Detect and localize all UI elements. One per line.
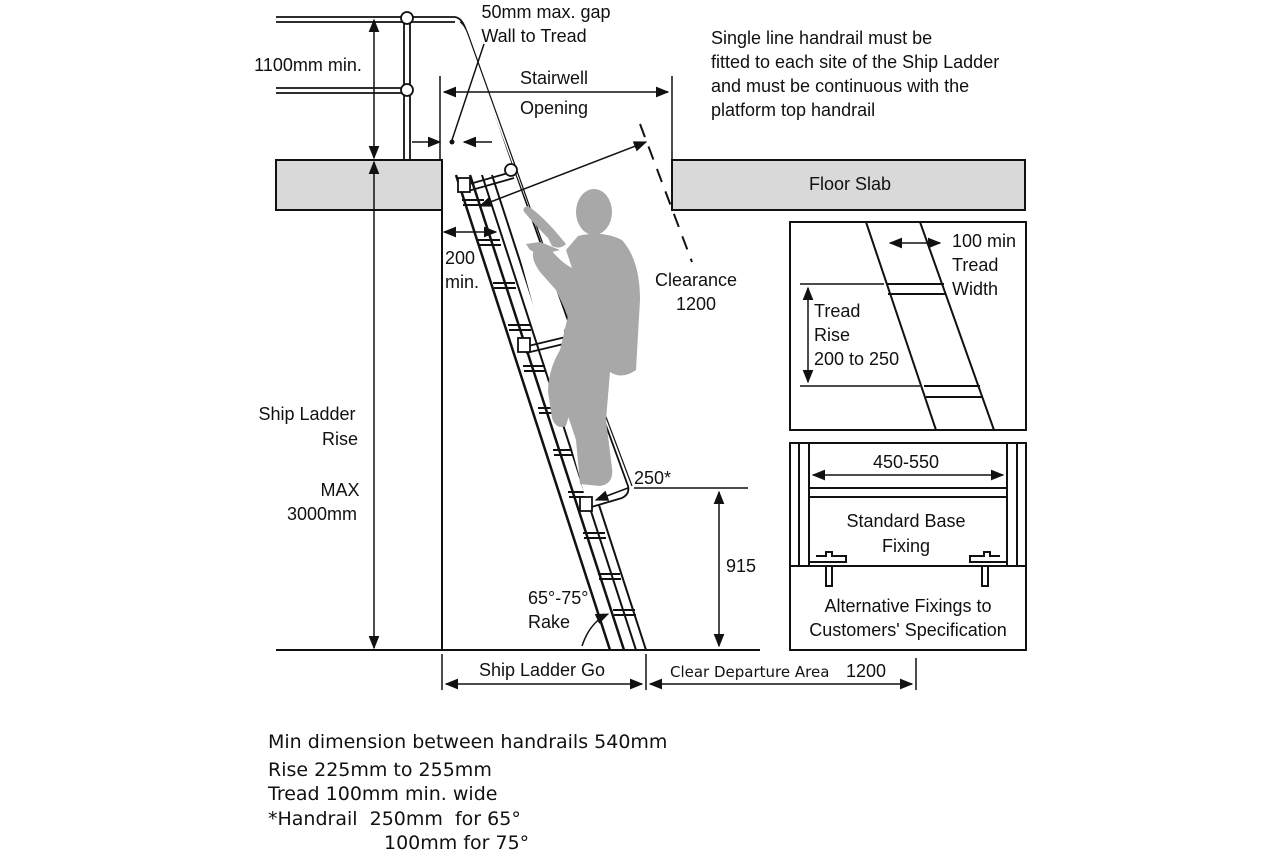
- base-fixing-box: [789, 442, 1027, 651]
- tread-rise-label-1: Tread: [814, 301, 860, 321]
- tread-width-label-2: Tread: [952, 255, 998, 275]
- ladder-treads: [462, 199, 636, 616]
- ladder-rise-max-1: MAX: [320, 480, 359, 500]
- note-tread: Tread 100mm min. wide: [267, 783, 497, 805]
- stairwell-label-2: Opening: [520, 98, 588, 118]
- rake-arc: [581, 613, 610, 647]
- ladder-rise-max-2: 3000mm: [287, 504, 357, 524]
- ladder-rise-label-2: Rise: [322, 429, 358, 449]
- floor-slab-right: [671, 159, 1026, 211]
- standard-base-label-1: Standard Base: [846, 511, 965, 531]
- gap-leader-dot: [449, 139, 455, 145]
- handrail-height-label: 1100mm min.: [254, 55, 362, 75]
- handrail-note-1: Single line handrail must be: [711, 28, 932, 48]
- handrail-offset-arrow: [594, 487, 629, 501]
- floor-slab-left: [275, 159, 443, 211]
- base-width-label: 450-550: [873, 452, 939, 472]
- tread-width-label-3: Width: [952, 279, 998, 299]
- ladder-rise-label-1: Ship Ladder: [258, 404, 355, 424]
- h915-label: 915: [726, 556, 756, 576]
- rake-label-1: 65°-75°: [528, 588, 588, 608]
- clearance-dimension: [478, 141, 648, 207]
- tread-rise-label-2: Rise: [814, 325, 850, 345]
- alt-fixing-label-2: Customers' Specification: [809, 620, 1007, 640]
- climber-silhouette: [523, 189, 640, 486]
- base-fixing-drawing: [798, 443, 1018, 587]
- note-handrails: Min dimension between handrails 540mm: [268, 731, 667, 753]
- note-rise: Rise 225mm to 255mm: [268, 759, 492, 781]
- handrail-note-4: platform top handrail: [711, 100, 875, 120]
- standard-base-label-2: Fixing: [882, 536, 930, 556]
- clearance-label-1: Clearance: [655, 270, 737, 290]
- rake-label-2: Rake: [528, 612, 570, 632]
- note-handrail-75: 100mm for 75°: [384, 832, 529, 854]
- stairwell-label-1: Stairwell: [520, 68, 588, 88]
- handrail-offset-label: 250*: [634, 468, 671, 488]
- tread-detail-box: [789, 221, 1027, 431]
- min200-label-2: min.: [445, 272, 479, 292]
- tread-detail-drawing: [865, 221, 995, 431]
- clear-departure-value: 1200: [846, 661, 886, 681]
- gap-label-2: Wall to Tread: [481, 26, 586, 46]
- handrail-note-3: and must be continuous with the: [711, 76, 969, 96]
- floor-slab-label: Floor Slab: [809, 174, 891, 194]
- platform-handrail: [276, 11, 455, 160]
- alt-fixing-label-1: Alternative Fixings to: [824, 596, 991, 616]
- handrail-note-2: fitted to each site of the Ship Ladder: [711, 52, 999, 72]
- gap-label-1: 50mm max. gap: [481, 2, 610, 22]
- clearance-dashed-line: [639, 123, 693, 263]
- tread-rise-label-3: 200 to 250: [814, 349, 899, 369]
- tread-width-label-1: 100 min: [952, 231, 1016, 251]
- ladder-go-label: Ship Ladder Go: [479, 660, 605, 680]
- clearance-label-2: 1200: [676, 294, 716, 314]
- note-handrail-65: *Handrail 250mm for 65°: [268, 808, 521, 830]
- clear-departure-label: Clear Departure Area: [670, 663, 829, 681]
- min200-label-1: 200: [445, 248, 475, 268]
